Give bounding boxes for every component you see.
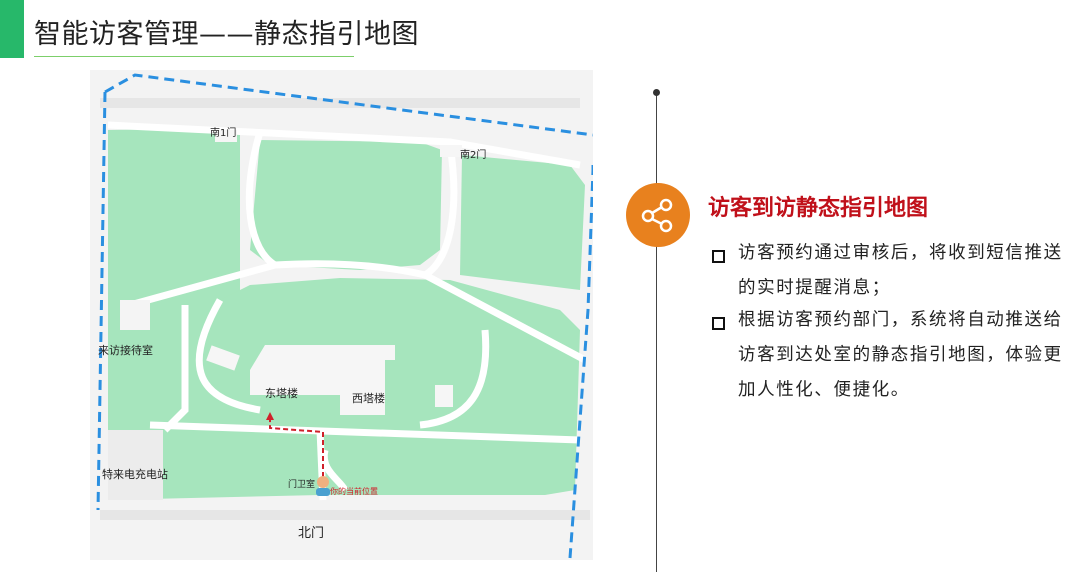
title-accent-bar	[0, 0, 24, 58]
label-north-gate: 北门	[298, 526, 324, 541]
label-south-gate-2: 南2门	[460, 148, 486, 161]
label-charging-station: 特来电充电站	[102, 467, 168, 481]
label-reception: 来访接待室	[98, 343, 153, 357]
label-east-tower: 东塔楼	[265, 386, 298, 400]
section-heading: 访客到访静态指引地图	[708, 196, 929, 221]
bullet-square-icon	[712, 250, 725, 263]
label-west-tower: 西塔楼	[352, 391, 385, 405]
bullet-text: 根据访客预约部门，系统将自动推送给访客到达处室的静态指引地图，体验更加人性化、便…	[738, 310, 1063, 400]
share-icon	[641, 198, 673, 233]
label-current-location: 你的当前位置	[330, 486, 378, 496]
bullet-text: 访客预约通过审核后，将收到短信推送的实时提醒消息；	[738, 243, 1063, 298]
campus-map: 南1门 南2门 来访接待室 东塔楼 西塔楼 特来电充电站 门卫室 你的当前位置 …	[90, 70, 595, 560]
label-south-gate-1: 南1门	[210, 126, 236, 139]
timeline-dot	[653, 89, 660, 96]
page-title: 智能访客管理——静态指引地图	[34, 19, 419, 50]
timeline-line	[656, 92, 657, 572]
label-guard-room: 门卫室	[288, 478, 315, 490]
bullet-square-icon	[712, 317, 725, 330]
title-underline	[34, 56, 354, 57]
share-icon-circle	[626, 183, 690, 247]
